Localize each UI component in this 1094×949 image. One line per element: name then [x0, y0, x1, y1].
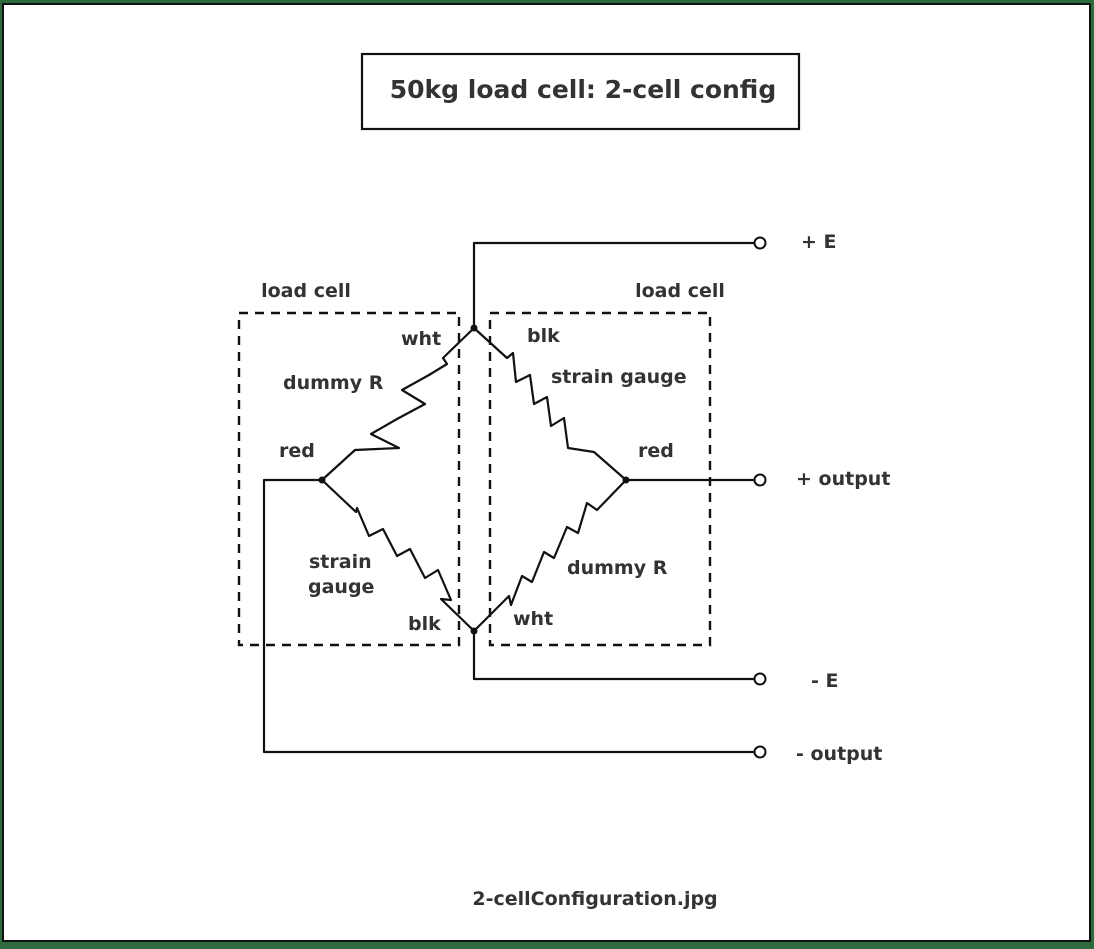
resistor-left-top	[320, 326, 476, 482]
resistor-right-bottom	[472, 478, 628, 633]
label-plus-output: + output	[796, 468, 890, 490]
wire-minus-e	[472, 629, 756, 681]
label-right-strain-gauge: strain gauge	[551, 366, 687, 388]
label-right-blk: blk	[527, 325, 560, 347]
label-plus-e: + E	[801, 231, 837, 253]
left-load-cell-box	[237, 311, 461, 647]
left-load-cell-label: load cell	[261, 280, 351, 302]
page-border	[2, 3, 1091, 942]
label-left-wht: wht	[401, 328, 441, 350]
diagram-title: 50kg load cell: 2-cell config	[390, 75, 776, 104]
file-caption: 2-cellConfiguration.jpg	[472, 888, 717, 910]
wire-plus-e	[472, 241, 756, 330]
wire-minus-output	[262, 478, 756, 754]
terminal-plus-output	[753, 473, 767, 487]
label-minus-output: - output	[796, 743, 882, 765]
resistor-left-bottom	[320, 478, 476, 633]
label-left-red: red	[279, 440, 315, 462]
label-left-strain: strain	[309, 551, 372, 573]
terminal-minus-e	[753, 672, 767, 686]
resistor-right-top	[472, 326, 628, 482]
label-right-dummy-r: dummy R	[567, 557, 668, 579]
label-left-gauge: gauge	[308, 576, 374, 598]
terminal-plus-e	[753, 236, 767, 250]
label-left-blk: blk	[408, 613, 441, 635]
label-right-wht: wht	[513, 608, 553, 630]
label-right-red: red	[638, 440, 674, 462]
right-load-cell-label: load cell	[635, 280, 725, 302]
label-left-dummy-r: dummy R	[283, 372, 384, 394]
label-minus-e: - E	[811, 670, 838, 692]
terminal-minus-output	[753, 745, 767, 759]
title-box	[360, 52, 801, 131]
